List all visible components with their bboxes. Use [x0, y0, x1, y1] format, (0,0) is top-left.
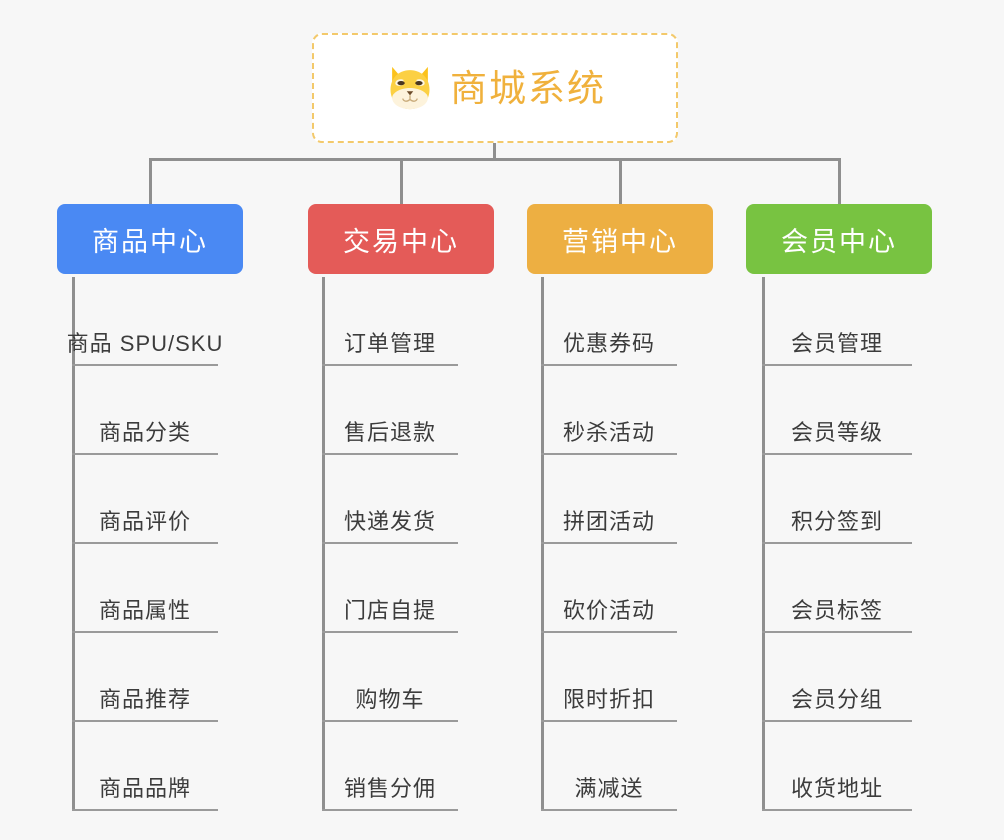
list-item-underline	[322, 453, 458, 455]
list-item-underline	[322, 720, 458, 722]
list-item-label: 商品属性	[98, 598, 191, 623]
list-item-underline	[322, 631, 458, 633]
list-item-underline	[541, 720, 677, 722]
list-item-label: 优惠券码	[562, 331, 655, 356]
list-item[interactable]: 商品 SPU/SKU	[67, 277, 222, 366]
list-item-underline	[762, 364, 912, 366]
list-item[interactable]: 订单管理	[322, 277, 458, 366]
list-item-underline	[322, 364, 458, 366]
category-title-3: 营销中心	[562, 226, 678, 257]
list-item-label: 售后退款	[343, 420, 436, 445]
list-item-underline	[762, 720, 912, 722]
list-item-label: 购物车	[355, 687, 425, 712]
root-node-mall-system[interactable]: 商城系统	[312, 33, 678, 143]
list-item-underline	[72, 631, 218, 633]
list-item-underline	[72, 542, 218, 544]
list-item-label: 商品 SPU/SKU	[66, 331, 224, 356]
list-item-label: 秒杀活动	[562, 420, 655, 445]
list-item-label: 砍价活动	[562, 598, 655, 623]
list-item-underline	[541, 631, 677, 633]
list-item[interactable]: 砍价活动	[541, 544, 677, 633]
list-item-underline	[762, 809, 912, 811]
list-item-underline	[541, 453, 677, 455]
list-item-underline	[762, 542, 912, 544]
category-title-1: 商品中心	[92, 226, 208, 257]
item-column-3: 优惠券码秒杀活动拼团活动砍价活动限时折扣满减送	[541, 277, 677, 811]
column-spine-3	[541, 277, 544, 811]
list-item-underline	[541, 809, 677, 811]
list-item-label: 满减送	[574, 776, 644, 801]
list-item-label: 会员标签	[790, 598, 883, 623]
list-item-underline	[72, 720, 218, 722]
list-item-label: 销售分佣	[343, 776, 436, 801]
item-column-1: 商品 SPU/SKU 商品分类商品评价商品属性商品推荐商品品牌	[67, 277, 222, 811]
list-item-underline	[322, 809, 458, 811]
list-item[interactable]: 秒杀活动	[541, 366, 677, 455]
list-item[interactable]: 售后退款	[322, 366, 458, 455]
list-item-label: 会员分组	[790, 687, 883, 712]
list-item-underline	[541, 542, 677, 544]
item-column-4: 会员管理会员等级积分签到会员标签会员分组收货地址	[762, 277, 912, 811]
list-item-label: 商品品牌	[98, 776, 191, 801]
list-item-label: 商品分类	[98, 420, 191, 445]
shiba-dog-icon	[390, 66, 430, 110]
list-item-label: 会员等级	[790, 420, 883, 445]
connector-drop-4	[838, 158, 841, 204]
category-title-4: 会员中心	[781, 226, 897, 257]
list-item[interactable]: 商品属性	[72, 544, 218, 633]
list-item-underline	[762, 453, 912, 455]
root-node-title: 商城系统	[450, 67, 606, 109]
list-item[interactable]: 拼团活动	[541, 455, 677, 544]
list-item[interactable]: 商品品牌	[72, 722, 218, 811]
list-item-label: 商品评价	[98, 509, 191, 534]
connector-drop-1	[149, 158, 152, 204]
list-item[interactable]: 门店自提	[322, 544, 458, 633]
list-item-label: 收货地址	[790, 776, 883, 801]
list-item[interactable]: 会员等级	[762, 366, 912, 455]
list-item[interactable]: 会员分组	[762, 633, 912, 722]
category-box-4[interactable]: 会员中心	[746, 204, 932, 274]
column-spine-4	[762, 277, 765, 811]
list-item[interactable]: 商品评价	[72, 455, 218, 544]
connector-root-stem	[493, 143, 496, 160]
list-item[interactable]: 会员标签	[762, 544, 912, 633]
list-item-label: 会员管理	[790, 331, 883, 356]
list-item-label: 商品推荐	[98, 687, 191, 712]
category-box-1[interactable]: 商品中心	[57, 204, 243, 274]
list-item[interactable]: 购物车	[322, 633, 458, 722]
column-spine-1	[72, 277, 75, 811]
list-item[interactable]: 商品分类	[72, 366, 218, 455]
list-item-underline	[322, 542, 458, 544]
list-item[interactable]: 销售分佣	[322, 722, 458, 811]
connector-drop-3	[619, 158, 622, 204]
item-column-2: 订单管理售后退款快递发货门店自提购物车销售分佣	[322, 277, 458, 811]
list-item-underline	[541, 364, 677, 366]
connector-drop-2	[400, 158, 403, 204]
list-item-label: 拼团活动	[562, 509, 655, 534]
list-item[interactable]: 满减送	[541, 722, 677, 811]
list-item[interactable]: 积分签到	[762, 455, 912, 544]
list-item-label: 积分签到	[790, 509, 883, 534]
list-item[interactable]: 商品推荐	[72, 633, 218, 722]
list-item[interactable]: 会员管理	[762, 277, 912, 366]
list-item-label: 快递发货	[343, 509, 436, 534]
list-item-underline	[72, 364, 218, 366]
list-item-underline	[72, 809, 218, 811]
category-title-2: 交易中心	[343, 226, 459, 257]
category-box-3[interactable]: 营销中心	[527, 204, 713, 274]
connector-horizontal-bus	[149, 158, 839, 161]
list-item[interactable]: 限时折扣	[541, 633, 677, 722]
list-item[interactable]: 快递发货	[322, 455, 458, 544]
list-item-underline	[762, 631, 912, 633]
category-box-2[interactable]: 交易中心	[308, 204, 494, 274]
list-item[interactable]: 收货地址	[762, 722, 912, 811]
list-item-label: 限时折扣	[562, 687, 655, 712]
column-spine-2	[322, 277, 325, 811]
list-item-underline	[72, 453, 218, 455]
list-item-label: 门店自提	[343, 598, 436, 623]
list-item-label: 订单管理	[343, 331, 436, 356]
list-item[interactable]: 优惠券码	[541, 277, 677, 366]
